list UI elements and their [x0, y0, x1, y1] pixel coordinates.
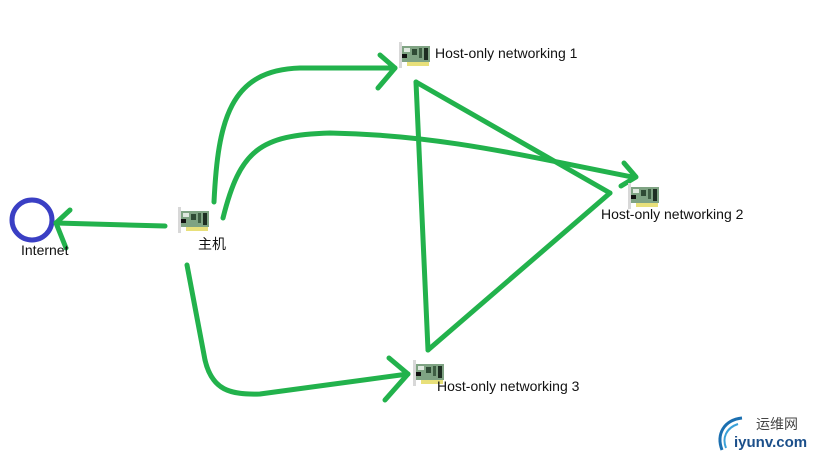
edge-net3-net1 — [413, 79, 431, 353]
edge-net2-net3 — [425, 190, 613, 353]
network-card-icon-host[interactable] — [178, 207, 209, 233]
edge-host-net1 — [211, 65, 398, 205]
arrowhead-net1 — [375, 52, 398, 91]
node-label-internet: Internet — [21, 242, 69, 258]
watermark-chinese: 运维网 — [756, 417, 798, 433]
internet-circle-icon[interactable] — [9, 197, 55, 243]
edge-net1-net2 — [413, 79, 613, 196]
edge-host-net3 — [184, 262, 411, 397]
node-label-net1: Host-only networking 1 — [435, 45, 578, 61]
edge-host-net2 — [220, 130, 635, 221]
arrowhead-internet — [53, 207, 73, 251]
watermark: 运维网 iyunv.com — [712, 412, 812, 458]
node-label-net3: Host-only networking 3 — [437, 378, 580, 394]
node-label-net2: Host-only networking 2 — [601, 206, 744, 222]
edge-host-internet — [53, 220, 168, 229]
watermark-swirl-icon — [718, 416, 743, 451]
network-card-icon-net1[interactable] — [399, 42, 430, 68]
arrowhead-net2 — [618, 160, 639, 189]
watermark-domain: iyunv.com — [734, 434, 808, 451]
arrowhead-net3 — [382, 355, 411, 403]
node-label-host: 主机 — [198, 236, 226, 252]
